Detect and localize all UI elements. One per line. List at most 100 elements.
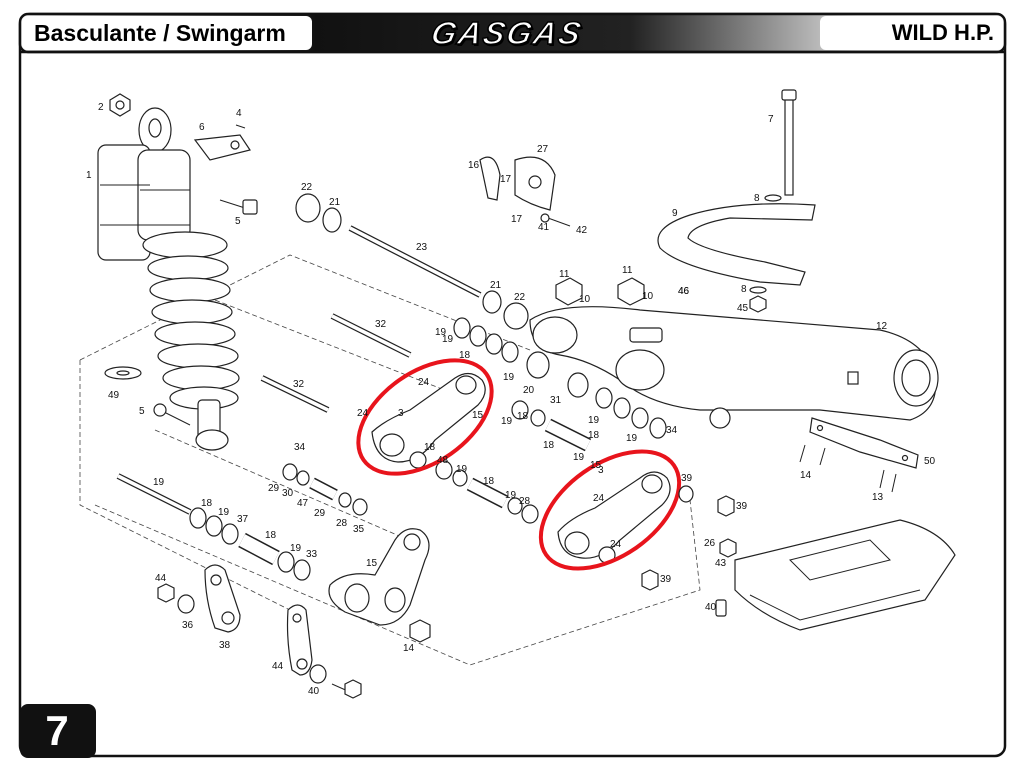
part-label: 26 bbox=[704, 538, 716, 549]
part-label: 19 bbox=[218, 507, 230, 518]
part-label: 13 bbox=[872, 492, 884, 503]
part-label: 18 bbox=[424, 442, 436, 453]
part-label: 2 bbox=[98, 102, 104, 113]
part-label: 39 bbox=[736, 501, 748, 512]
part-label: 33 bbox=[306, 549, 318, 560]
part-label: 50 bbox=[924, 456, 936, 467]
part-label: 14 bbox=[403, 643, 415, 654]
bearing-row-upper bbox=[453, 317, 667, 452]
chain-guide bbox=[657, 89, 816, 313]
page-number-tab bbox=[20, 704, 96, 758]
part-label: 17 bbox=[511, 214, 523, 225]
part-label: 22 bbox=[301, 182, 313, 193]
part-label: 18 bbox=[517, 411, 529, 422]
header-right-panel bbox=[820, 16, 1003, 50]
part-label: 10 bbox=[642, 291, 654, 302]
part-label: 3 bbox=[398, 408, 404, 419]
side-plates bbox=[157, 564, 362, 699]
page-number: 7 bbox=[45, 707, 69, 754]
part-label: 20 bbox=[523, 385, 535, 396]
part-label: 5 bbox=[139, 406, 145, 417]
part-labels: 1 2 4 6 5 22 21 23 16 17 27 17 41 42 7 8… bbox=[86, 102, 936, 697]
part-label: 12 bbox=[876, 321, 888, 332]
part-label: 40 bbox=[308, 686, 320, 697]
pad-10-a bbox=[555, 277, 583, 306]
part-label: 18 bbox=[459, 350, 471, 361]
part-label: 15 bbox=[472, 410, 484, 421]
section-title: Basculante / Swingarm bbox=[34, 19, 286, 46]
part-label: 27 bbox=[537, 144, 549, 155]
part-label: 24 bbox=[357, 408, 369, 419]
brand-logo: GASGAS bbox=[427, 14, 587, 52]
part-label: 45 bbox=[737, 303, 749, 314]
link-rod-lower bbox=[557, 471, 671, 564]
part-label: 15 bbox=[590, 460, 602, 471]
part-label: 1 bbox=[86, 170, 92, 181]
part-label: 34 bbox=[666, 425, 678, 436]
part-label: 14 bbox=[800, 470, 812, 481]
part-label: 24 bbox=[418, 377, 430, 388]
skid-plate-bolts bbox=[641, 444, 897, 617]
part-label: 24 bbox=[593, 493, 605, 504]
part-label: 39 bbox=[660, 574, 672, 585]
part-label: 8 bbox=[741, 284, 747, 295]
part-label: 19 bbox=[626, 433, 638, 444]
part-label: 18 bbox=[483, 476, 495, 487]
part-label: 18 bbox=[265, 530, 277, 541]
part-label: 38 bbox=[219, 640, 231, 651]
part-label: 28 bbox=[336, 518, 348, 529]
part-label: 44 bbox=[155, 573, 167, 584]
axles-and-bolts bbox=[116, 193, 529, 515]
part-label: 21 bbox=[490, 280, 502, 291]
skid-plate bbox=[734, 417, 956, 631]
part-label: 35 bbox=[353, 524, 365, 535]
part-label: 31 bbox=[550, 395, 562, 406]
part-label: 18 bbox=[588, 430, 600, 441]
part-label: 19 bbox=[153, 477, 165, 488]
part-label: 11 bbox=[559, 269, 570, 280]
part-label: 11 bbox=[622, 265, 633, 276]
part-label: 41 bbox=[538, 222, 550, 233]
part-label: 18 bbox=[201, 498, 213, 509]
header-left-panel bbox=[22, 16, 312, 50]
part-label: 17 bbox=[500, 174, 512, 185]
part-label: 47 bbox=[297, 498, 309, 509]
part-label: 44 bbox=[272, 661, 284, 672]
part-label: 42 bbox=[576, 225, 588, 236]
bearing-row-middle bbox=[282, 460, 539, 524]
rocker-triangle bbox=[328, 528, 431, 643]
model-name: WILD H.P. bbox=[891, 20, 994, 45]
part-label: 43 bbox=[715, 558, 727, 569]
part-label: 9 bbox=[672, 208, 678, 219]
part-label: 48 bbox=[437, 455, 449, 466]
part-label: 36 bbox=[182, 620, 194, 631]
part-label: 3 bbox=[598, 465, 604, 476]
part-label: 19 bbox=[435, 327, 447, 338]
part-label: 24 bbox=[610, 539, 622, 550]
part-label: 40 bbox=[705, 602, 717, 613]
part-label: 21 bbox=[329, 197, 341, 208]
part-label: 46 bbox=[678, 286, 690, 297]
shock-hardware bbox=[104, 93, 258, 426]
bearing-row-lower bbox=[189, 507, 311, 581]
part-label: 19 bbox=[505, 490, 517, 501]
pad-10-b bbox=[617, 277, 645, 306]
part-label: 19 bbox=[290, 543, 302, 554]
part-label: 19 bbox=[501, 416, 513, 427]
part-label: 7 bbox=[768, 114, 774, 125]
part-label: 32 bbox=[293, 379, 305, 390]
part-label: 19 bbox=[442, 334, 454, 345]
part-label: 34 bbox=[294, 442, 306, 453]
part-label: 29 bbox=[268, 483, 280, 494]
part-label: 16 bbox=[468, 160, 480, 171]
part-label: 46 bbox=[678, 286, 690, 297]
part-label: 49 bbox=[108, 390, 120, 401]
part-label: 4 bbox=[236, 108, 242, 119]
part-label: 22 bbox=[514, 292, 526, 303]
highlight-lower-link bbox=[538, 449, 682, 571]
part-label: 6 bbox=[199, 122, 205, 133]
part-label: 15 bbox=[366, 558, 378, 569]
part-label: 5 bbox=[235, 216, 241, 227]
highlight-upper-link bbox=[356, 358, 494, 476]
part-label: 29 bbox=[314, 508, 326, 519]
